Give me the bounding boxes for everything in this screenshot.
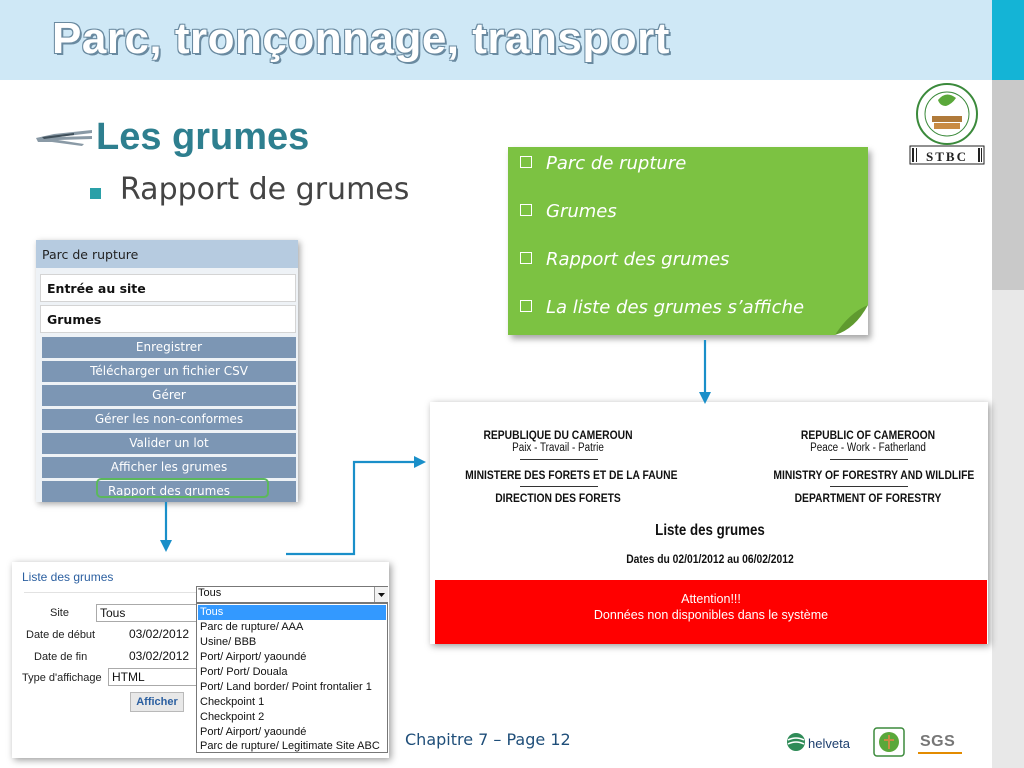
left-rule — [520, 486, 598, 487]
site-dropdown-list: Tous Parc de rupture/ AAA Usine/ BBB Por… — [196, 603, 388, 753]
menu-highlight-outline — [96, 478, 269, 498]
menu-button-upload-csv[interactable]: Télécharger un fichier CSV — [42, 361, 296, 382]
section-subheading: Rapport de grumes — [120, 172, 410, 207]
checkbox-bullet-icon — [520, 204, 532, 216]
sgs-underline — [918, 752, 962, 754]
menu-button-show-logs[interactable]: Afficher les grumes — [42, 457, 296, 478]
square-bullet-icon — [90, 188, 101, 199]
helveta-logo-icon — [787, 733, 805, 751]
menu-section-site-entry[interactable]: Entrée au site — [40, 274, 296, 302]
steps-note: Parc de rupture Grumes Rapport des grume… — [508, 147, 868, 335]
section-heading: Les grumes — [96, 116, 310, 158]
menu-button-validate-lot[interactable]: Valider un lot — [42, 433, 296, 454]
log-report-panel: REPUBLIQUE DU CAMEROUN Paix - Travail - … — [430, 402, 988, 644]
side-rail-accent — [992, 0, 1024, 80]
slide-title: Parc, tronçonnage, transport — [52, 14, 670, 63]
right-country: REPUBLIC OF CAMEROON — [800, 428, 936, 442]
left-motto: Paix - Travail - Patrie — [512, 442, 604, 454]
right-ministry: MINISTRY OF FORESTRY AND WILDLIFE — [773, 468, 975, 482]
partner-seal-icon — [873, 727, 905, 757]
checkbox-bullet-icon — [520, 156, 532, 168]
dropdown-option[interactable]: Port/ Airport/ yaoundé — [200, 651, 307, 663]
site-dropdown[interactable] — [196, 586, 388, 603]
feather-bullet-icon — [36, 130, 92, 146]
report-dates: Dates du 02/01/2012 au 06/02/2012 — [626, 552, 794, 566]
log-list-form: Liste des grumes Site Tous Date de début… — [12, 562, 389, 758]
form-divider — [24, 592, 196, 593]
menu-section-logs[interactable]: Grumes — [40, 305, 296, 333]
arrowhead-icon — [414, 456, 426, 468]
page-footer: Chapitre 7 – Page 12 — [405, 730, 571, 749]
left-country: REPUBLIQUE DU CAMEROUN — [483, 428, 633, 442]
display-type-value: HTML — [112, 670, 145, 684]
menu-button-manage[interactable]: Gérer — [42, 385, 296, 406]
menu-button-manage-nonconform[interactable]: Gérer les non-conformes — [42, 409, 296, 430]
navigation-menu: Parc de rupture Entrée au site Grumes En… — [36, 240, 298, 502]
form-title: Liste des grumes — [22, 570, 114, 584]
arrowhead-icon — [160, 540, 172, 552]
logo-text: STBC — [926, 149, 968, 164]
dropdown-option[interactable]: Usine/ BBB — [200, 636, 257, 648]
site-label: Site — [50, 607, 69, 619]
dropdown-arrow-icon[interactable] — [374, 587, 388, 602]
start-date-input[interactable]: 03/02/2012 — [129, 627, 190, 641]
site-dropdown-value: Tous — [198, 587, 222, 599]
dropdown-option[interactable]: Port/ Airport/ yaoundé — [200, 726, 307, 738]
stbc-logo: STBC — [909, 83, 985, 165]
display-type-label: Type d'affichage — [22, 672, 102, 684]
dropdown-option[interactable]: Parc de rupture/ Legitimate Site ABC — [200, 740, 380, 752]
alert-title: Attention!!! — [681, 592, 741, 606]
checkbox-bullet-icon — [520, 300, 532, 312]
start-date-label: Date de début — [26, 629, 96, 641]
site-value: Tous — [100, 606, 126, 620]
dropdown-option[interactable]: Checkpoint 2 — [200, 711, 265, 723]
dropdown-option[interactable]: Tous — [198, 605, 386, 620]
dropdown-option[interactable]: Port/ Port/ Douala — [200, 666, 288, 678]
note-step: Grumes — [520, 201, 617, 222]
left-ministry: MINISTERE DES FORETS ET DE LA FAUNE — [465, 468, 678, 482]
alert-banner: Attention!!! Données non disponibles dan… — [435, 580, 987, 644]
right-direction: DEPARTMENT OF FORESTRY — [794, 491, 942, 505]
menu-header[interactable]: Parc de rupture — [36, 240, 298, 268]
note-step: La liste des grumes s’affiche — [520, 297, 804, 318]
arrow-form-to-report — [286, 460, 418, 556]
helveta-label: helveta — [808, 736, 850, 751]
dropdown-option[interactable]: Parc de rupture/ AAA — [200, 621, 304, 633]
dropdown-option[interactable]: Checkpoint 1 — [200, 696, 265, 708]
checkbox-bullet-icon — [520, 252, 532, 264]
display-button[interactable]: Afficher — [130, 692, 184, 712]
header-band — [0, 0, 992, 80]
end-date-input[interactable]: 03/02/2012 — [129, 649, 190, 663]
right-rule — [830, 459, 908, 460]
sgs-logo: SGS — [920, 733, 956, 750]
report-title: Liste des grumes — [655, 522, 765, 539]
dropdown-option[interactable]: Port/ Land border/ Point frontalier 1 — [200, 681, 372, 693]
left-direction: DIRECTION DES FORETS — [495, 491, 621, 505]
right-motto: Peace - Work - Fatherland — [810, 442, 926, 454]
note-page-curl — [835, 305, 868, 335]
end-date-label: Date de fin — [34, 651, 88, 663]
alert-message: Données non disponibles dans le système — [593, 608, 829, 622]
note-step: Parc de rupture — [520, 153, 686, 174]
note-step: Rapport des grumes — [520, 249, 729, 270]
menu-button-save[interactable]: Enregistrer — [42, 337, 296, 358]
side-rail-bottom — [992, 290, 1024, 768]
side-rail-middle — [992, 80, 1024, 290]
right-rule — [830, 486, 908, 487]
left-rule — [520, 459, 598, 460]
